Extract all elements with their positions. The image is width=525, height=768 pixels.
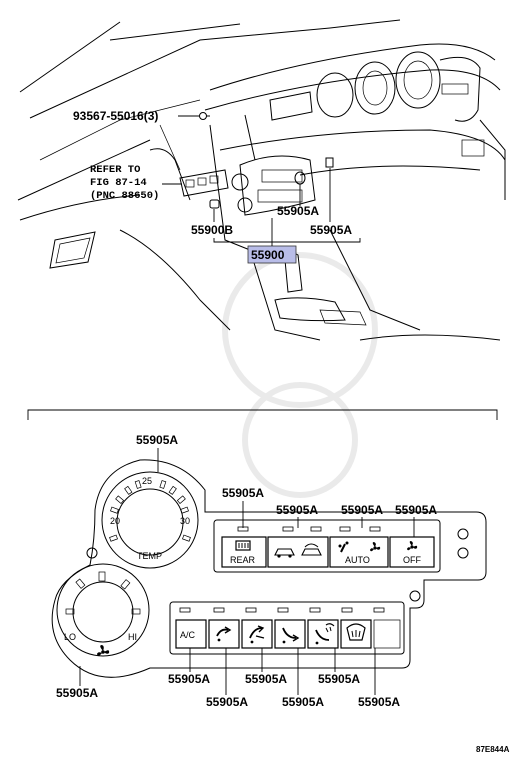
callout-vent-face: 55905A [206,695,248,709]
front-defrost-icon [346,623,366,641]
callout-ac: 55905A [168,672,210,686]
top-callouts: 93567-55016(3) REFER TO FIG 87-14 (PNC 8… [73,109,361,264]
auto-fan-icon [370,542,381,552]
auto-button[interactable] [329,536,389,568]
callout-refer-line3: (PNC 88650) [90,190,159,202]
vent-feet-defrost-button[interactable] [307,619,339,649]
feet-vent-icon [282,627,300,644]
vent-bilevel-button[interactable] [241,619,273,649]
callout-auto: 55905A [341,503,383,517]
callout-fan-dial: 55905A [56,686,98,700]
climate-panel-detail: 25 20 30 TEMP LO HI [51,459,487,678]
bolt-hole [86,547,98,559]
face-vent-icon [216,626,232,642]
temp-30-label: 30 [180,516,190,526]
off-label: OFF [403,555,421,565]
air-mode-button[interactable] [267,536,329,568]
fan-dial-tick [98,571,106,582]
fresh-air-icon [274,548,295,558]
bilevel-vent-icon [249,625,265,644]
bolt-hole [409,590,421,602]
auto-label: AUTO [345,555,370,565]
temp-dial-ticks [109,480,191,542]
temp-25-label: 25 [142,476,152,486]
watermark [222,252,378,498]
temp-label: TEMP [137,551,162,561]
callout-refer-line1: REFER TO [90,164,140,176]
callout-55900B: 55900B [191,223,233,237]
detail-callouts: 55905A 55905A 55905A 55905A 55905A 55905… [56,433,437,709]
callout-front-defrost: 55905A [358,695,400,709]
callout-off: 55905A [395,503,437,517]
fan-hi-label: HI [128,632,137,642]
vent-face-button[interactable] [208,619,240,649]
callout-screw: 93567-55016(3) [73,109,158,123]
temp-20-label: 20 [110,516,120,526]
recirculate-icon [301,543,322,556]
callout-vent-feet: 55905A [282,695,324,709]
callout-temp-dial: 55905A [136,433,178,447]
blank-panel [373,619,401,649]
rear-label: REAR [230,555,256,565]
fan-lo-label: LO [64,632,76,642]
rear-defog-icon [235,540,251,551]
ac-button[interactable] [175,619,207,649]
callout-55905A-center: 55905A [277,204,319,218]
callout-air-mode: 55905A [276,503,318,517]
fan-icon [97,645,110,656]
lower-button-strip [169,601,405,655]
section-divider [27,409,498,420]
callout-rear-defog: 55905A [222,486,264,500]
callout-refer-line2: FIG 87-14 [90,177,147,189]
ac-label: A/C [180,630,196,640]
bolt-hole [457,547,469,559]
upper-button-strip [213,519,441,573]
vent-feet-button[interactable] [274,619,306,649]
auto-mode-icon [338,541,349,553]
callout-55900: 55900 [251,248,285,262]
callout-55905A-right: 55905A [310,223,352,237]
bolt-hole [457,528,469,540]
callout-vent-bilevel: 55905A [245,672,287,686]
callout-feet-defrost: 55905A [318,672,360,686]
off-fan-icon [407,541,418,551]
feet-defrost-icon [315,623,335,645]
rear-defog-button[interactable] [221,536,267,568]
figure-code: 87E844A [476,745,510,754]
